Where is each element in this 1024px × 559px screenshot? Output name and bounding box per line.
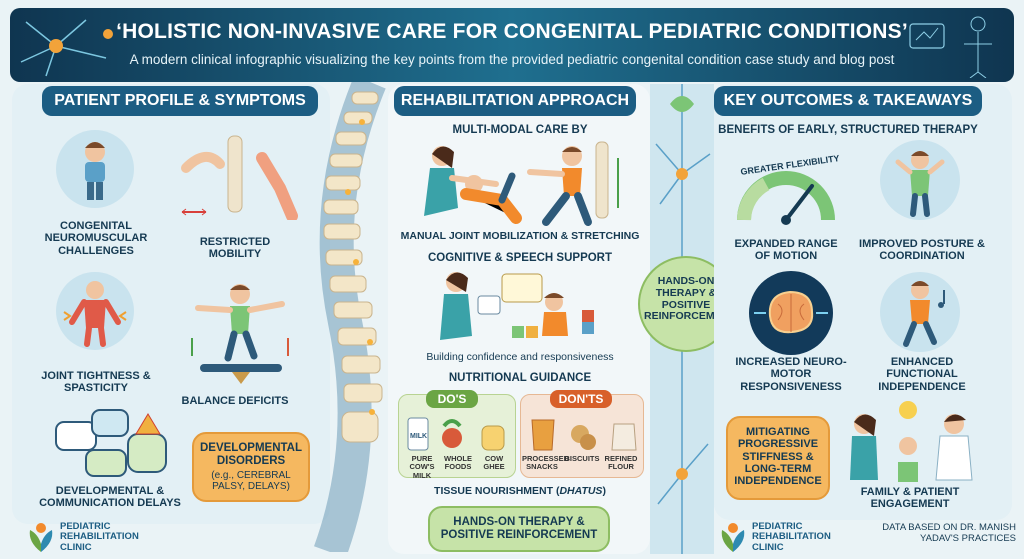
tissue-prefix: TISSUE NOURISHMENT ( xyxy=(434,485,560,497)
symptom-label-delays: DEVELOPMENTAL & COMMUNICATION DELAYS xyxy=(39,485,181,510)
header-banner: ‘HOLISTIC NON-INVASIVE CARE FOR CONGENIT… xyxy=(10,8,1014,82)
outcome-label-range: EXPANDED RANGE OF MOTION xyxy=(734,238,838,263)
spine-illustration xyxy=(314,82,386,552)
outcomes-subheading: BENEFITS OF EARLY, STRUCTURED THERAPY xyxy=(718,124,978,136)
family-engagement-icon xyxy=(850,401,973,482)
clinic-logo-icon xyxy=(29,523,53,552)
improved-posture-icon xyxy=(880,140,960,220)
balance-board-icon xyxy=(191,284,289,384)
joint-icon xyxy=(181,135,298,220)
unhealthy-food-icon xyxy=(531,419,637,451)
rehabilitation-heading: REHABILITATION APPROACH xyxy=(394,86,636,116)
mitigating-callout-text: MITIGATING PROGRESSIVE STIFFNESS & LONG-… xyxy=(734,426,822,488)
independence-icon xyxy=(880,272,960,352)
dos-chip: DO'S xyxy=(426,390,478,408)
symptom-label-mobility: RESTRICTED MOBILITY xyxy=(199,236,271,261)
page-subtitle: A modern clinical infographic visualizin… xyxy=(129,52,895,67)
do-item-whole-foods: WHOLE FOODS xyxy=(444,454,472,472)
cognitive-play-icon xyxy=(440,272,594,340)
outcomes-heading: KEY OUTCOMES & TAKEAWAYS xyxy=(714,86,982,116)
callout-detail: (e.g., CEREBRAL PALSY, DELAYS) xyxy=(211,469,291,492)
do-item-milk: PURE COW'S MILK xyxy=(409,454,435,480)
flexibility-gauge-icon xyxy=(737,171,835,225)
symptom-label-congenital: CONGENITAL NEUROMUSCULAR CHALLENGES xyxy=(44,220,148,257)
donts-chip: DON'TS xyxy=(550,390,612,408)
clinic-logo-icon-right xyxy=(721,523,745,552)
symptom-label-balance: BALANCE DEFICITS xyxy=(181,395,289,407)
clinic-name-left: PEDIATRIC REHABILITATION CLINIC xyxy=(60,521,139,553)
mid-callout-text: HANDS-ON THERAPY & POSITIVE REINFORCEMEN… xyxy=(644,275,736,323)
brain-icon xyxy=(749,271,833,355)
nutritional-guidance-label: NUTRITIONAL GUIDANCE xyxy=(448,372,592,384)
tissue-suffix: ) xyxy=(602,485,606,497)
xray-body-icon xyxy=(909,16,992,78)
multi-modal-label: MULTI-MODAL CARE BY xyxy=(452,124,588,136)
bottom-callout-text: HANDS-ON THERAPY & POSITIVE REINFORCEMEN… xyxy=(440,516,598,541)
muscle-icon xyxy=(56,272,134,350)
outcome-label-family: FAMILY & PATIENT ENGAGEMENT xyxy=(860,486,960,511)
dont-item-flour: REFINED FLOUR xyxy=(604,454,638,472)
therapist-stretching-icon xyxy=(424,141,619,226)
patient-profile-heading: PATIENT PROFILE & SYMPTOMS xyxy=(42,86,318,116)
bottom-hands-on-callout: HANDS-ON THERAPY & POSITIVE REINFORCEMEN… xyxy=(428,506,610,552)
tissue-term: DHATUS xyxy=(559,485,603,497)
page-title: ‘HOLISTIC NON-INVASIVE CARE FOR CONGENIT… xyxy=(116,20,908,43)
callout-title: DEVELOPMENTAL DISORDERS xyxy=(199,442,302,467)
developmental-disorders-callout: DEVELOPMENTAL DISORDERS (e.g., CEREBRAL … xyxy=(192,432,310,502)
confidence-caption: Building confidence and responsiveness xyxy=(426,351,614,363)
mitigating-stiffness-callout: MITIGATING PROGRESSIVE STIFFNESS & LONG-… xyxy=(726,416,830,500)
dont-item-snacks: PROCESSED SNACKS xyxy=(522,454,570,472)
clinic-name-right: PEDIATRIC REHABILITATION CLINIC xyxy=(752,521,831,553)
outcome-label-posture: IMPROVED POSTURE & COORDINATION xyxy=(859,238,985,263)
child-icon xyxy=(56,130,134,208)
healthy-food-icon: MILK xyxy=(407,417,505,451)
speech-bubble-icon xyxy=(55,409,167,477)
outcome-label-independence: ENHANCED FUNCTIONAL INDEPENDENCE xyxy=(878,356,966,393)
milk-carton-text: MILK xyxy=(410,433,427,440)
data-source-note: DATA BASED ON DR. MANISH YADAV'S PRACTIC… xyxy=(882,522,1016,545)
cognitive-support-label: COGNITIVE & SPEECH SUPPORT xyxy=(427,252,613,264)
tissue-nourishment-label: TISSUE NOURISHMENT (DHATUS) xyxy=(400,485,640,498)
neuron-decoration-icon xyxy=(20,19,113,77)
symptom-label-joint-tightness: JOINT TIGHTNESS & SPASTICITY xyxy=(41,370,151,395)
outcome-label-neuro: INCREASED NEURO-MOTOR RESPONSIVENESS xyxy=(735,356,847,393)
dont-item-biscuits: BISCUITS xyxy=(564,454,600,463)
do-item-ghee: COW GHEE xyxy=(483,454,505,472)
manual-mobilization-label: MANUAL JOINT MOBILIZATION & STRETCHING xyxy=(400,230,640,242)
